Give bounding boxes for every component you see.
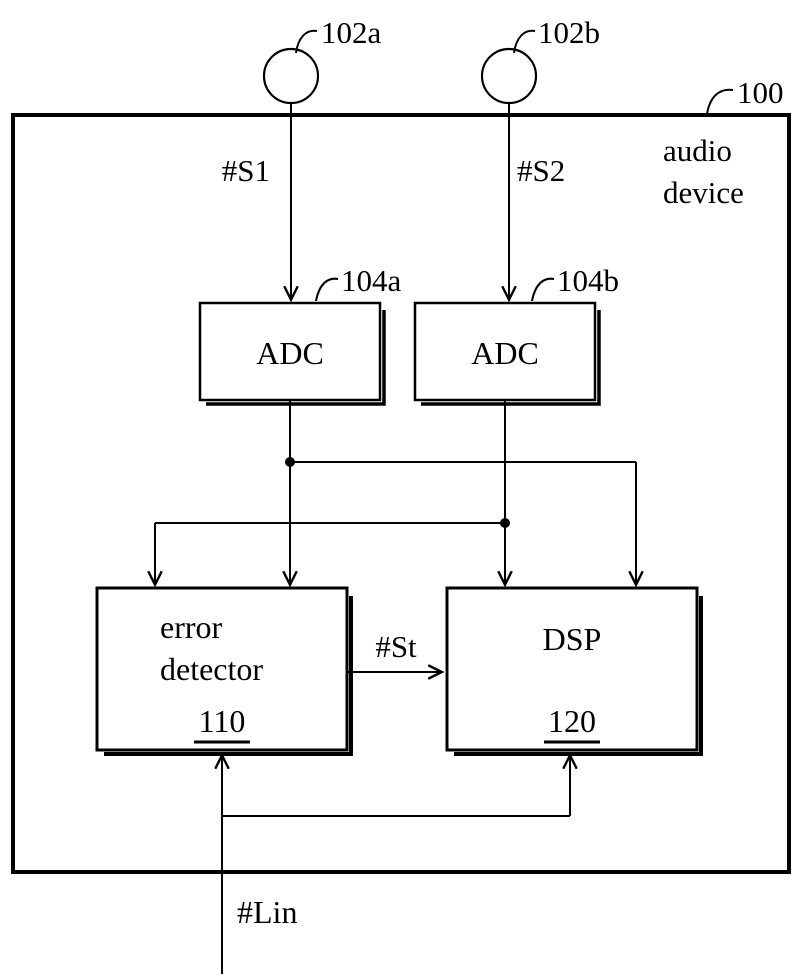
error-detector-label-line2: detector [160, 651, 263, 687]
ref-100-leader-line [706, 88, 734, 115]
junction-dot-adc-a [285, 457, 295, 467]
signal-s2-label: #S2 [517, 153, 565, 188]
adc-a-box [198, 301, 382, 402]
microphone-a-circle [262, 47, 320, 105]
error-detector-label-line1: error [160, 609, 223, 645]
ref-102a-label: 102a [321, 15, 382, 50]
ref-104b-label: 104b [557, 263, 619, 298]
adc-b-box-shadow [421, 310, 601, 406]
ref-104a-label: 104a [341, 263, 402, 298]
ref-110-label: 110 [199, 703, 246, 739]
signal-st-label: #St [375, 629, 417, 664]
signal-s1-label: #S1 [222, 153, 270, 188]
microphone-b-circle [480, 47, 538, 105]
ref-102a-leader-line [295, 29, 318, 54]
dsp-box-shadow [454, 596, 703, 756]
adc-a-box-shadow [206, 310, 386, 406]
ref-104b-leader-line [531, 277, 555, 302]
device-name-line1: audio [663, 133, 732, 168]
error-detector-box [95, 586, 349, 752]
ref-104a-leader-line [315, 277, 339, 302]
adc-b-box [413, 301, 597, 402]
ref-102b-label: 102b [538, 15, 600, 50]
ref-100-label: 100 [737, 75, 784, 110]
adc-a-label: ADC [256, 335, 324, 371]
signal-lin-label: #Lin [237, 894, 297, 930]
dsp-label: DSP [543, 621, 602, 657]
junction-dot-adc-b [500, 518, 510, 528]
adc-b-label: ADC [471, 335, 539, 371]
ref-102b-leader-line [513, 29, 536, 54]
ref-120-label: 120 [548, 703, 596, 739]
device-name-line2: device [663, 175, 744, 210]
error-detector-box-shadow [104, 596, 353, 756]
audio-device-outer-box [11, 113, 791, 874]
dsp-box [445, 586, 699, 752]
